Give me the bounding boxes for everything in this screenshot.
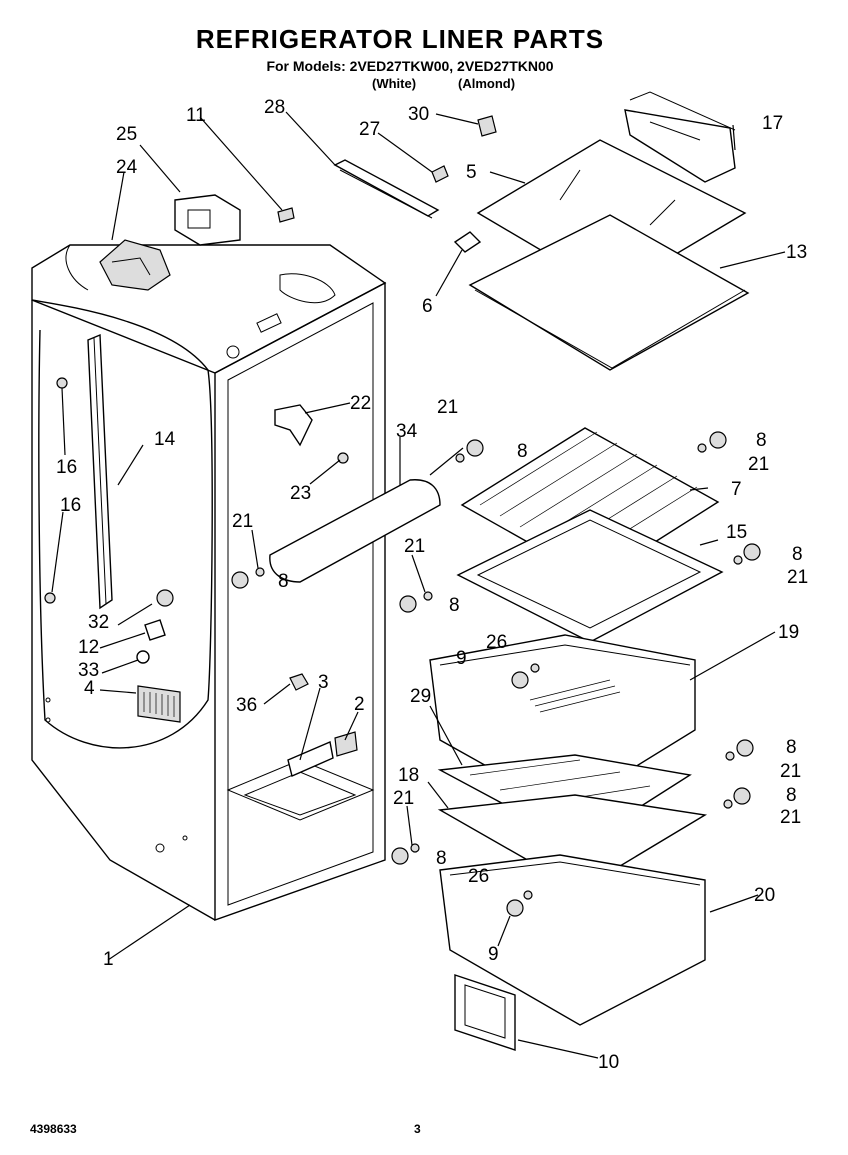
callout-8a: 8 <box>517 441 528 462</box>
door-bin <box>624 91 736 183</box>
bracket-22 <box>274 404 313 447</box>
drawer-frame <box>456 509 724 643</box>
callout-21d: 21 <box>232 511 253 532</box>
callout-33: 33 <box>78 660 99 681</box>
callout-25: 25 <box>116 124 137 145</box>
screw-11 <box>277 207 295 223</box>
callout-4: 4 <box>84 678 95 699</box>
callout-8c: 8 <box>792 544 803 565</box>
callout-16b: 16 <box>60 495 81 516</box>
control-housing <box>99 239 171 291</box>
page-number: 3 <box>414 1122 421 1136</box>
callout-26a: 26 <box>486 632 507 653</box>
callout-12: 12 <box>78 637 99 658</box>
callout-21g: 21 <box>780 807 801 828</box>
clip-2 <box>334 731 358 757</box>
clip-30 <box>477 115 497 137</box>
callout-9b: 9 <box>488 944 499 965</box>
callout-24: 24 <box>116 157 138 178</box>
callout-9a: 9 <box>456 648 467 669</box>
label-10 <box>454 974 516 1051</box>
callout-21e: 21 <box>404 536 425 557</box>
callout-6: 6 <box>422 296 433 317</box>
callout-23: 23 <box>290 483 311 504</box>
callout-15: 15 <box>726 522 747 543</box>
callout-18: 18 <box>398 765 419 786</box>
variant-almond-label: (Almond) <box>458 76 516 91</box>
callout-1: 1 <box>103 949 114 970</box>
left-rail <box>87 333 113 610</box>
callout-13: 13 <box>786 242 807 263</box>
light-shield <box>269 479 441 583</box>
callout-32: 32 <box>88 612 109 633</box>
vent-grille <box>137 685 181 723</box>
callout-21c: 21 <box>787 567 808 588</box>
callout-20: 20 <box>754 885 775 906</box>
callout-26b: 26 <box>468 866 489 887</box>
bracket-25 <box>174 194 241 246</box>
light-socket-parts <box>136 589 174 664</box>
shelf-supports <box>231 431 761 917</box>
strip-28 <box>333 159 440 219</box>
callout-8b: 8 <box>756 430 767 451</box>
callout-labels: 1 2 3 4 5 6 7 8 8 8 8 8 8 8 8 9 9 10 11 … <box>56 97 808 1073</box>
screw-27 <box>431 165 449 183</box>
document-number: 4398633 <box>30 1122 77 1136</box>
screws-16 <box>44 377 68 604</box>
callout-2: 2 <box>354 694 365 715</box>
callout-14: 14 <box>154 429 176 450</box>
leader-lines <box>51 111 786 1059</box>
callout-21f: 21 <box>780 761 801 782</box>
callout-27: 27 <box>359 119 380 140</box>
shelf-clip-6 <box>453 231 482 253</box>
callout-3: 3 <box>318 672 329 693</box>
callout-19: 19 <box>778 622 799 643</box>
callout-17: 17 <box>762 113 783 134</box>
callout-10: 10 <box>598 1052 619 1073</box>
screw-23 <box>337 452 349 464</box>
callout-5: 5 <box>466 162 477 183</box>
variant-white-label: (White) <box>372 76 417 91</box>
callout-8h: 8 <box>436 848 447 869</box>
callout-28: 28 <box>264 97 285 118</box>
glass-shelf <box>468 139 750 371</box>
nut-36 <box>289 673 309 691</box>
callout-29: 29 <box>410 686 431 707</box>
callout-8f: 8 <box>786 737 797 758</box>
liner-body <box>31 244 387 921</box>
callout-34: 34 <box>396 421 418 442</box>
callout-16a: 16 <box>56 457 77 478</box>
callout-8e: 8 <box>449 595 460 616</box>
callout-11: 11 <box>186 105 206 126</box>
callout-30: 30 <box>408 104 429 125</box>
page-title: REFRIGERATOR LINER PARTS <box>195 24 605 54</box>
callout-36: 36 <box>236 695 257 716</box>
callout-8d: 8 <box>278 571 289 592</box>
callout-21a: 21 <box>437 397 458 418</box>
callout-22: 22 <box>350 393 371 414</box>
callout-21b: 21 <box>748 454 769 475</box>
callout-8g: 8 <box>786 785 797 806</box>
model-subtitle: For Models: 2VED27TKW00, 2VED27TKN00 <box>266 58 554 74</box>
callout-7: 7 <box>731 479 742 500</box>
callout-21h: 21 <box>393 788 414 809</box>
crisper-drawer-20 <box>439 854 706 1026</box>
bracket-3 <box>287 741 334 777</box>
